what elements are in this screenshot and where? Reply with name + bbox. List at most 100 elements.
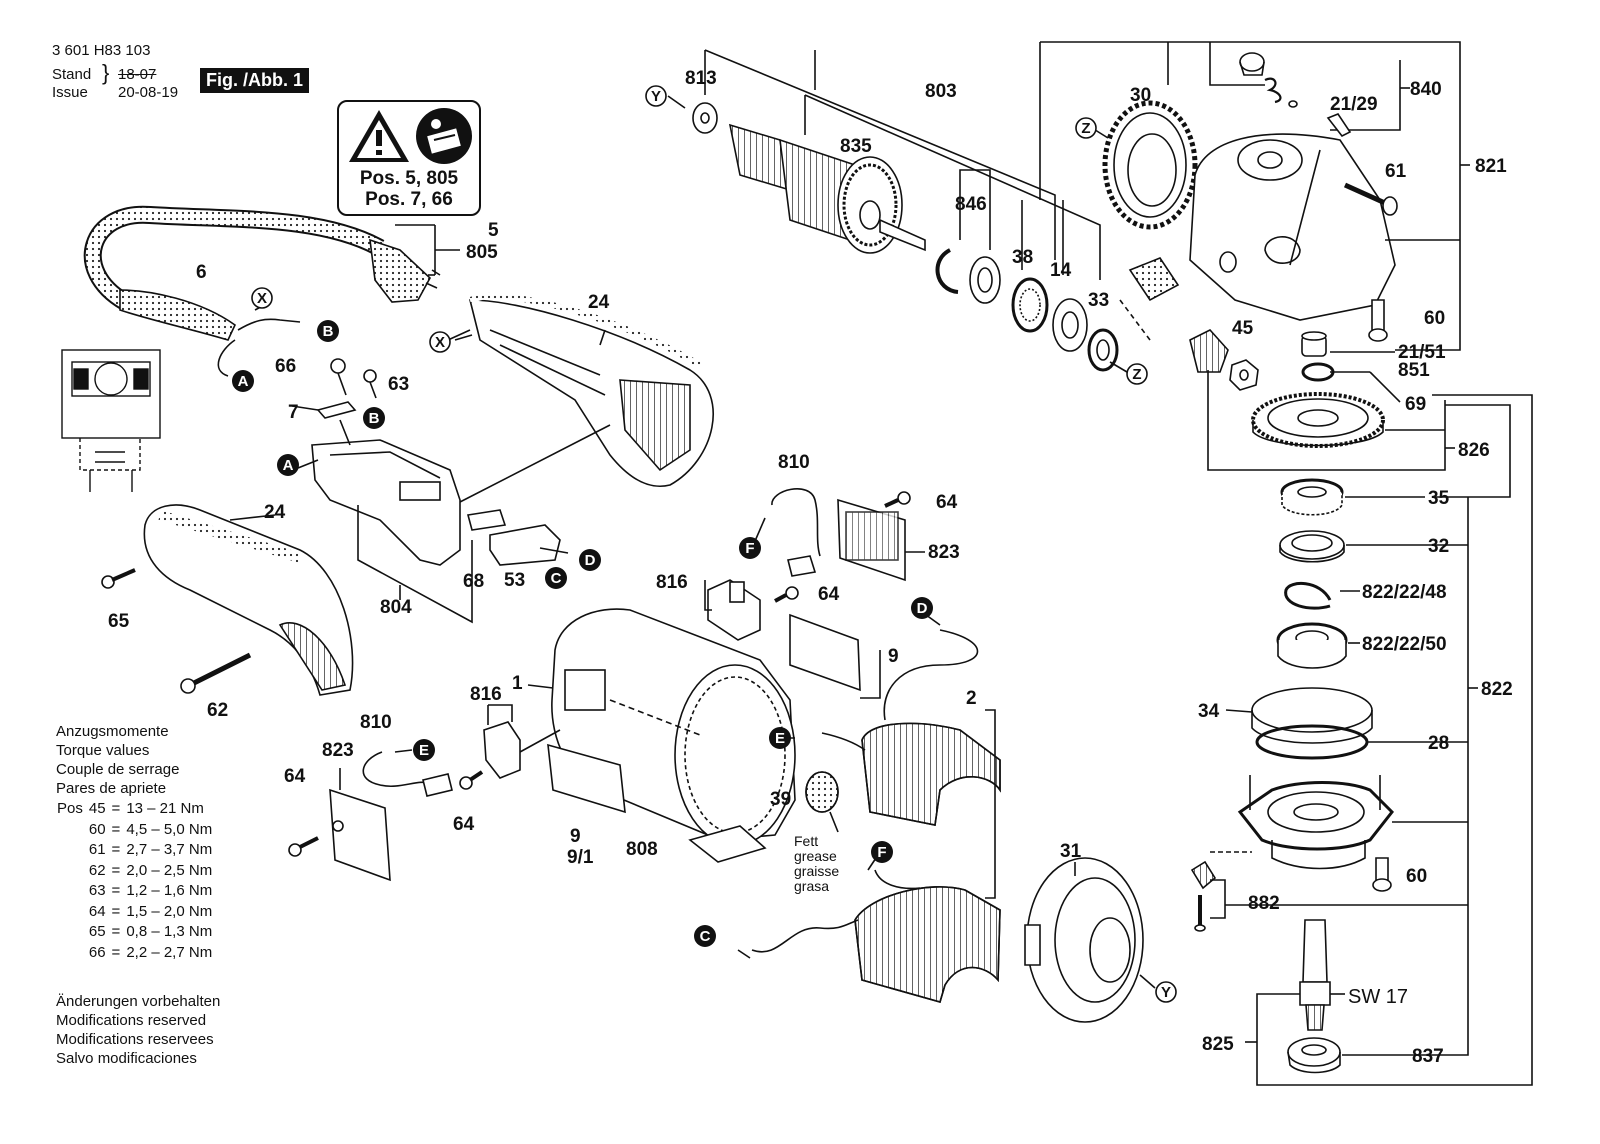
clamp-ring-34 [1251,687,1373,744]
part-label-60-top: 60 [1424,308,1445,329]
disclaimer-line: Änderungen vorbehalten [56,993,221,1010]
part-label-851: 851 [1398,360,1430,381]
warning-line-2: Pos. 7, 66 [365,189,453,210]
part-label-14: 14 [1050,260,1072,281]
screw-64-mid [774,586,799,603]
brush-lead-810-lower [362,751,431,787]
flange-nut-837 [1287,1037,1341,1074]
connector-marker-e: E [413,739,435,761]
warning-icons [349,108,472,164]
svg-text:A: A [283,457,294,474]
lock-spring [1264,77,1282,104]
cable-lead-b [237,318,301,331]
handle-lower-24 [143,504,354,696]
cable-lead-a [217,339,236,377]
reference-marker-z: Z [1126,363,1148,385]
brace-icon: } [102,60,110,85]
lock-pin [1326,113,1352,138]
bracket-9 [860,650,881,699]
part-label-804: 804 [380,597,412,618]
power-plug [369,238,441,303]
torque-pos: 63 [88,882,106,899]
table-row: 62=2,0 – 2,5 Nm [54,861,215,882]
part-label-846: 846 [955,194,987,215]
bracket-804 [357,505,473,624]
equals-sign: = [111,861,121,879]
part-53 [489,524,561,566]
armature [692,102,926,254]
grease-note-line: Fett [794,833,818,849]
torque-pos: 45 [88,800,106,817]
o-ring [1288,100,1298,108]
part-label-65: 65 [108,611,130,632]
part-label-803: 803 [925,81,957,102]
svg-text:X: X [257,290,267,307]
part-label-21-51: 21/51 [1398,342,1446,363]
connector-marker-a: A [277,454,299,476]
part-label-808: 808 [626,839,658,860]
sleeve-2151 [1301,331,1327,357]
grease-note-line: grease [794,848,837,864]
switch-slider-7 [316,401,357,419]
label-9-upper [789,613,861,692]
part-label-816-lower: 816 [470,684,502,705]
connector-marker-a: A [232,370,254,392]
svg-text:A: A [238,373,249,390]
part-label-61: 61 [1385,161,1407,182]
equals-sign: = [111,820,121,838]
svg-text:Y: Y [651,88,661,105]
part-label-53: 53 [504,570,525,591]
washer-38 [969,256,1001,304]
screw-64-left [288,836,319,857]
connector-marker-f: F [739,537,761,559]
equals-sign: = [111,841,121,858]
torque-value: 1,2 – 1,6 Nm [126,882,213,899]
brush-lead-810 [771,488,821,557]
screw-64-lower [459,770,484,790]
connector-marker-c: C [545,567,567,589]
bracket-803 [704,49,1056,260]
reference-markers: X X Y Z Z Y [251,85,1177,1003]
leader-line [459,424,611,503]
svg-text:C: C [700,928,711,945]
part-label-68: 68 [463,571,484,592]
disclaimer-line: Salvo modificaciones [56,1050,197,1067]
screw-62 [180,652,252,694]
cable-sleeve [119,289,237,341]
equals-sign: = [111,882,121,899]
reference-marker-x: X [251,287,273,309]
part-label-64-mid: 64 [818,584,840,605]
part-label-64-left: 64 [284,766,306,787]
part-labels: 813 803 835 30 840 21/29 821 61 846 38 1… [108,68,1513,1067]
torque-value: 13 – 21 Nm [126,800,204,817]
stand-label: Stand [52,66,92,83]
nut-35 [1280,478,1344,516]
part-label-6: 6 [196,262,207,283]
part-label-32: 32 [1428,536,1449,557]
torque-heading: Pares de apriete [56,780,167,797]
bearing-33 [1052,298,1088,352]
carbon-brush-upper [787,555,817,577]
grease-note-line: graisse [794,863,839,879]
screw-66 [330,358,347,396]
torque-value: 0,8 – 1,3 Nm [126,923,213,940]
part-label-813: 813 [685,68,717,89]
latch-882 [1190,860,1217,932]
warning-box: Pos. 5, 805 Pos. 7, 66 [337,100,481,216]
part-label-64-top: 64 [936,492,958,513]
bracket-821 [1039,41,1461,351]
part-label-9-upper: 9 [888,646,899,667]
reference-marker-y: Y [645,85,667,107]
connector-marker-e: E [769,727,791,749]
coil-lead-e [821,732,866,751]
connector-marker-b: B [317,320,339,342]
part-label-28: 28 [1428,733,1449,754]
leader-line [519,729,561,753]
disclaimer-line: Modifications reserved [56,1012,207,1029]
carbon-brush-lower [422,773,453,797]
part-label-39: 39 [770,789,791,810]
part-label-816-upper: 816 [656,572,688,593]
screw-60-bottom [1372,857,1392,892]
part-label-821: 821 [1475,156,1507,177]
power-cable [83,205,385,310]
